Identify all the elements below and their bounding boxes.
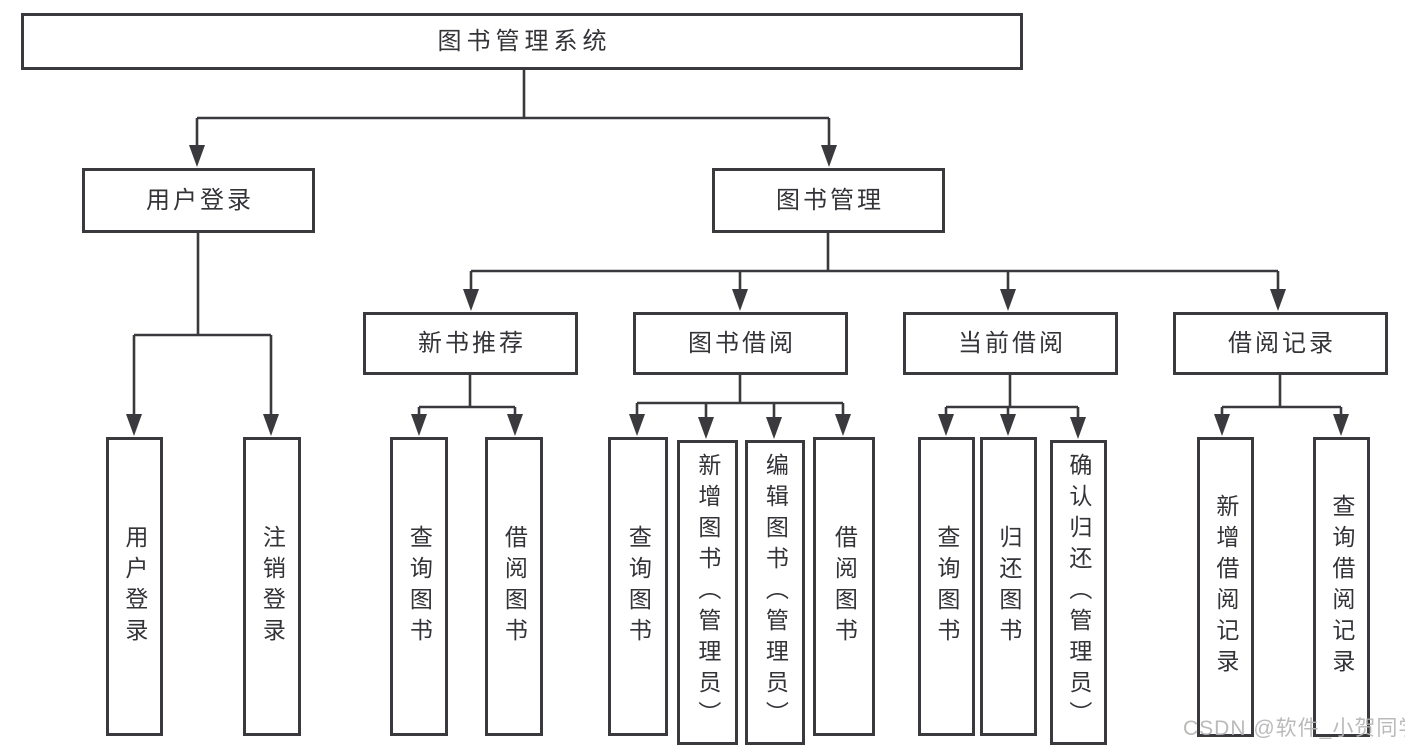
watermark-text: CSDN @软件_小贺同学 [1183, 717, 1405, 740]
leaf-newbooks-borrow-books: 借阅图书 [485, 437, 543, 736]
node-book-borrowing: 图书借阅 [633, 312, 848, 375]
leaf-records-query-record: 查询借阅记录 [1313, 437, 1370, 737]
leaf-current-confirm-return-admin: 确认归还（管理员） [1050, 440, 1107, 745]
leaf-borrow-edit-books-admin: 编辑图书（管理员） [745, 440, 805, 745]
leaf-borrow-query-books: 查询图书 [608, 437, 668, 736]
leaf-logout: 注销登录 [243, 437, 301, 736]
node-user-login: 用户登录 [82, 168, 315, 233]
node-current-borrowing: 当前借阅 [903, 312, 1118, 375]
leaf-current-query-books: 查询图书 [918, 437, 975, 736]
node-root: 图书管理系统 [21, 13, 1023, 70]
leaf-records-add-record: 新增借阅记录 [1197, 437, 1254, 737]
node-book-management: 图书管理 [712, 168, 945, 233]
leaf-current-return-books: 归还图书 [980, 437, 1037, 736]
leaf-newbooks-query-books: 查询图书 [390, 437, 448, 736]
leaf-user-login: 用户登录 [106, 437, 163, 736]
leaf-borrow-borrow-books: 借阅图书 [813, 437, 875, 736]
leaf-borrow-add-books-admin: 新增图书（管理员） [677, 440, 738, 745]
node-new-book-recommend: 新书推荐 [363, 312, 578, 375]
node-borrowing-records: 借阅记录 [1173, 312, 1388, 375]
arrowheads [126, 145, 1349, 439]
